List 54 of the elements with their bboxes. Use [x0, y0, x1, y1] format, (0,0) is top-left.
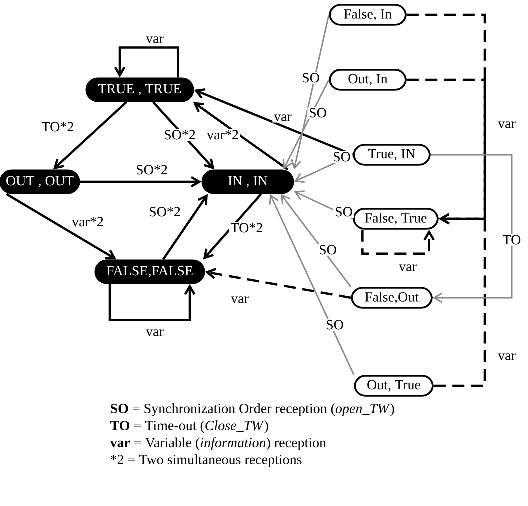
edge-label: var	[144, 35, 166, 45]
legend-line: *2 = Two simultaneous receptions	[110, 454, 302, 468]
arrow	[362, 230, 435, 256]
edge-label: var	[230, 295, 250, 305]
state-box: FALSE,FALSE	[94, 260, 206, 284]
edge-label: var	[496, 120, 518, 130]
state-box: False, In	[329, 4, 407, 26]
edge-label: TO	[501, 234, 523, 246]
edge-label: TO*2	[229, 222, 265, 234]
state-box: Out, True	[354, 375, 434, 397]
edge-label: TO*2	[40, 120, 76, 134]
edge-label: var*2	[70, 216, 106, 228]
state-box: IN , IN	[202, 170, 294, 194]
state-box: Out, In	[329, 69, 407, 91]
arrow	[294, 154, 354, 184]
arrow	[430, 154, 513, 304]
legend-line: var = Variable (information) reception	[110, 438, 326, 450]
arrow	[114, 46, 180, 78]
legend-line: TO = Time-out (Close_TW)	[110, 420, 268, 434]
edge-label: SO*2	[148, 206, 182, 218]
edge-label: var	[272, 113, 294, 123]
arrow	[194, 88, 354, 156]
arrow	[6, 193, 117, 260]
edge-label: SO*2	[134, 164, 170, 176]
arrow	[203, 194, 262, 260]
edge-label: SO	[334, 206, 354, 218]
edge-label: SO	[308, 106, 328, 120]
arrow	[280, 194, 352, 288]
state-box: False,Out	[351, 287, 433, 309]
edge-label: SO	[300, 72, 322, 84]
arrow	[53, 101, 128, 170]
arrow	[282, 80, 330, 170]
arrow	[434, 213, 486, 388]
edge-label: var	[144, 328, 166, 338]
arrow	[205, 268, 352, 300]
edge-label: var	[398, 263, 418, 273]
state-box: TRUE , TRUE	[86, 78, 194, 102]
state-box: False, True	[353, 208, 439, 230]
arrow	[193, 102, 289, 171]
arrow	[291, 14, 330, 170]
edge-label: var*2	[206, 128, 240, 142]
arrow	[108, 284, 196, 322]
edge-label: SO	[318, 244, 338, 256]
arrow	[162, 194, 208, 260]
state-box: OUT , OUT	[0, 170, 80, 194]
arrow	[80, 176, 202, 188]
arrow	[152, 102, 215, 170]
legend-line: SO = Synchronization Order reception (open_TW)	[111, 404, 394, 416]
edge-label: SO	[332, 150, 352, 164]
arrow	[294, 190, 354, 220]
edge-label: SO	[324, 318, 346, 332]
edge-label: var	[496, 352, 518, 362]
arrow	[269, 194, 355, 376]
edge-label: SO*2	[162, 128, 198, 142]
